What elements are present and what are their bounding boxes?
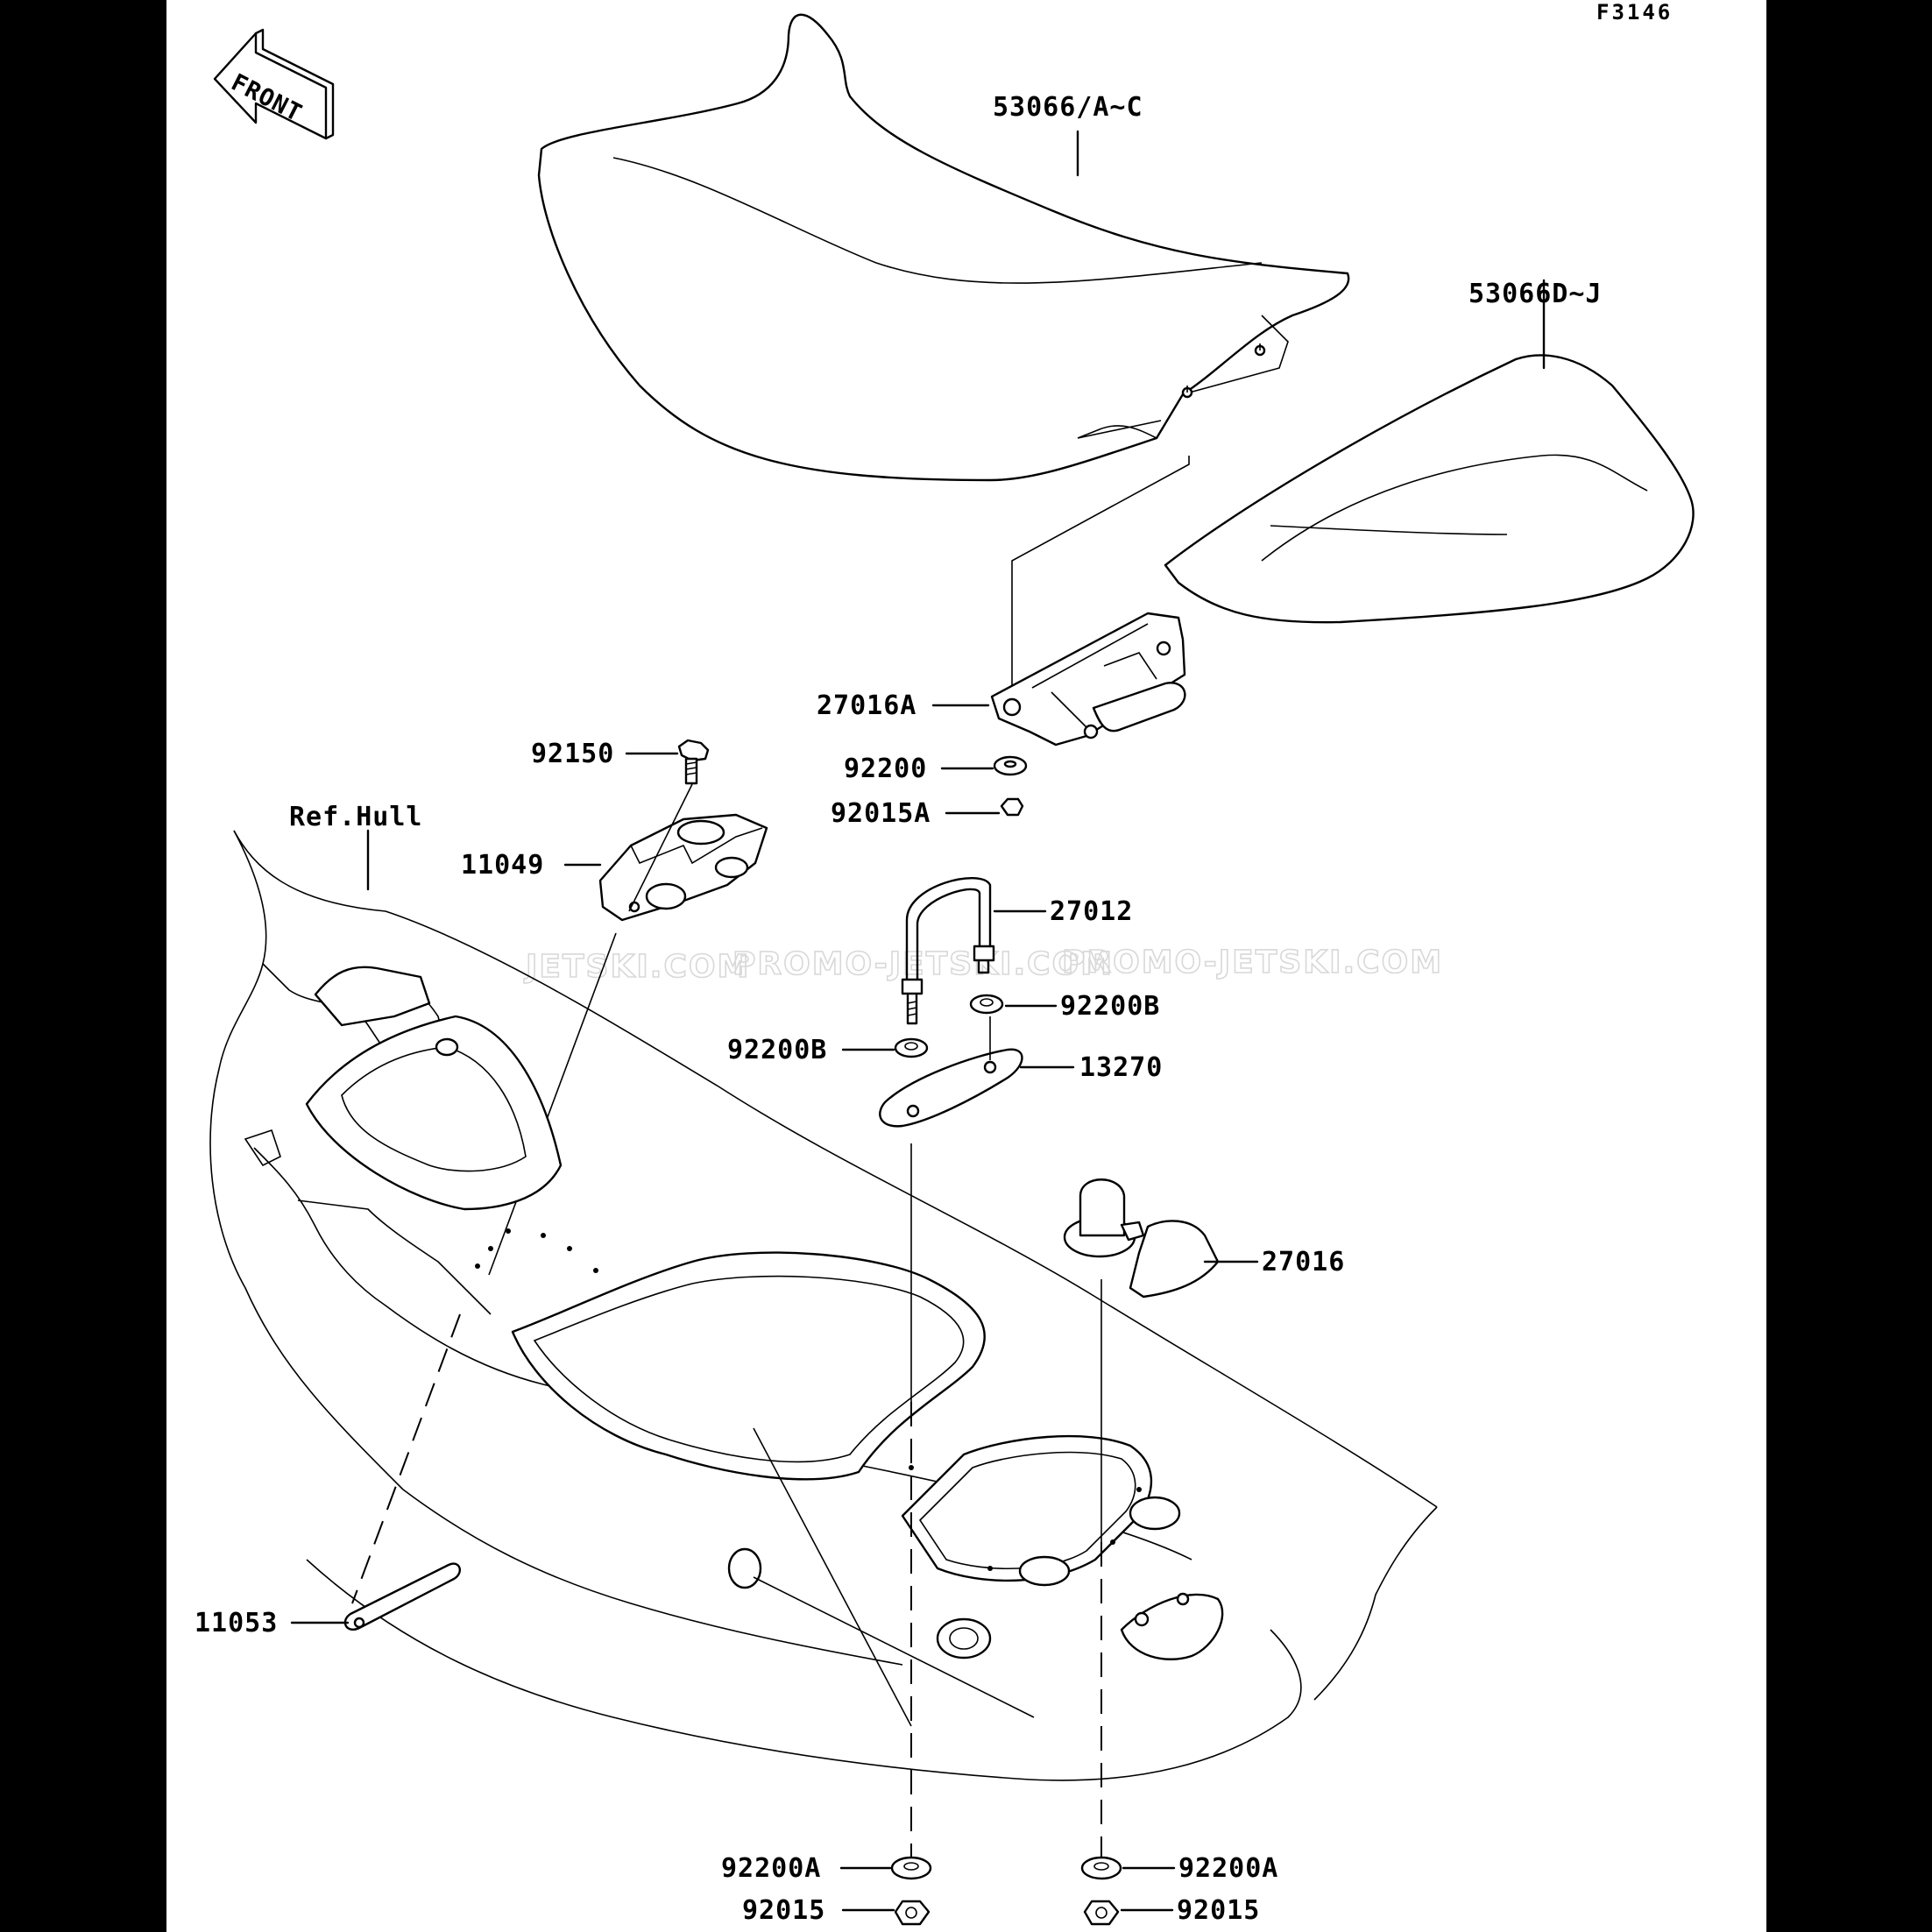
label-11053: 11053 <box>195 1608 278 1638</box>
watermark-3: PROMO-JETSKI.COM <box>1062 945 1443 980</box>
label-11049: 11049 <box>461 850 544 881</box>
label-92200b-left: 92200B <box>727 1035 827 1065</box>
label-53066-a-c: 53066/A~C <box>993 92 1143 123</box>
label-ref-hull: Ref.Hull <box>289 802 423 832</box>
strip-dashed-line <box>351 1313 461 1604</box>
label-92150: 92150 <box>531 739 614 769</box>
label-27016a: 27016A <box>817 690 916 721</box>
label-27016: 27016 <box>1262 1247 1345 1277</box>
bolt-92150 <box>677 739 710 785</box>
label-92015-left: 92015 <box>742 1895 825 1926</box>
watermark-1: JETSKI.COM <box>523 949 750 985</box>
plate-11049 <box>598 813 768 922</box>
label-92200a-right: 92200A <box>1178 1853 1278 1884</box>
label-92200a-left: 92200A <box>721 1853 821 1884</box>
nut-92015a <box>1000 797 1024 817</box>
label-92200b-right: 92200B <box>1060 991 1160 1022</box>
label-92015-right: 92015 <box>1177 1895 1260 1926</box>
label-53066d-j: 53066D~J <box>1468 279 1603 309</box>
u-bolt-27012 <box>901 877 995 1025</box>
plate-13270 <box>879 1048 1023 1128</box>
washer-92200a-right <box>1080 1856 1122 1880</box>
label-27012: 27012 <box>1050 896 1133 927</box>
label-92200: 92200 <box>844 754 927 784</box>
nut-92015-left <box>894 1900 931 1926</box>
label-92015a: 92015A <box>831 798 931 829</box>
washer-92200a-left <box>890 1856 932 1880</box>
washer-92200b-right <box>969 994 1004 1015</box>
front-arrow-badge: FRONT <box>213 28 335 140</box>
rear-seat <box>1164 354 1695 624</box>
diagram-code: F3146 <box>1596 0 1673 25</box>
hinge-bracket <box>990 612 1186 747</box>
hull <box>209 830 1438 1781</box>
front-seat <box>537 13 1350 482</box>
plate-to-hull-line <box>488 932 617 1276</box>
label-13270: 13270 <box>1079 1052 1163 1083</box>
bolt-axis-line <box>628 783 693 912</box>
washer-92200b-left <box>894 1037 929 1058</box>
watermark-2: PROMO-JETSKI.COM <box>732 946 1114 982</box>
nut-92015-right <box>1083 1900 1120 1926</box>
latch-27016 <box>1063 1178 1220 1299</box>
seat-to-bracket-line <box>1011 456 1190 718</box>
